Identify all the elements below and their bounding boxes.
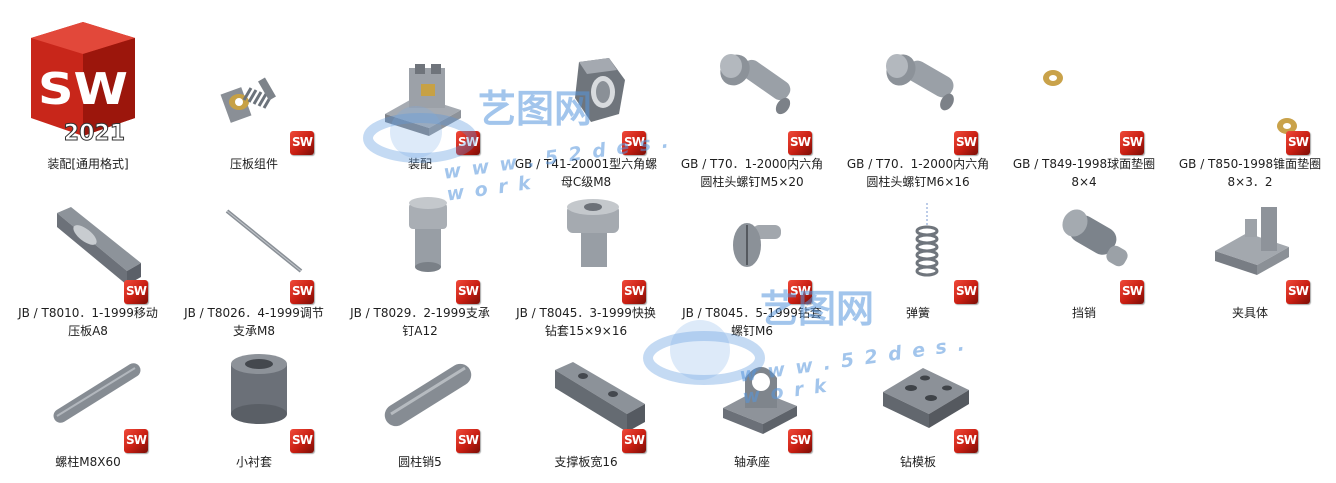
file-label: GB / T41-20001型六角螺母C级M8	[514, 157, 658, 189]
file-item[interactable]: SW 螺柱M8X60	[5, 310, 171, 469]
file-label: 弹簧	[905, 306, 930, 320]
drill-bushing-icon: SW	[521, 167, 651, 304]
sw-file-badge: SW	[622, 429, 646, 453]
file-item[interactable]: SW 圆柱销5	[337, 310, 503, 469]
stop-pin-icon: SW	[1019, 167, 1149, 304]
bearing-seat-icon: SW	[687, 316, 817, 453]
file-item[interactable]: SW 钻模板	[835, 310, 1001, 469]
logo-version: 2021	[64, 121, 125, 146]
file-item[interactable]: SW GB / T70．1-2000内六角圆柱头螺钉M5×20	[669, 12, 835, 189]
file-label: 夹具体	[1231, 306, 1268, 320]
file-label: JB / T8045．5-1999钻套螺钉M6	[682, 306, 822, 338]
file-label: JB / T8026．4-1999调节支承M8	[184, 306, 324, 338]
file-item[interactable]: SW 弹簧	[835, 161, 1001, 320]
file-item[interactable]: SW 2021 装配[通用格式]	[5, 12, 171, 171]
fixture-assembly-icon: SW	[355, 18, 485, 155]
sw-file-badge: SW	[124, 280, 148, 304]
file-item[interactable]: SW 小衬套	[171, 310, 337, 469]
file-item[interactable]: SW 夹具体	[1167, 161, 1333, 320]
file-label: 装配	[407, 157, 432, 171]
file-label: JB / T8010．1-1999移动压板A8	[18, 306, 158, 338]
support-plate-icon: SW	[521, 316, 651, 453]
file-label: 螺柱M8X60	[55, 455, 121, 469]
file-label: 小衬套	[235, 455, 272, 469]
cylinder-pin-icon: SW	[355, 316, 485, 453]
file-item[interactable]: SW GB / T70．1-2000内六角圆柱头螺钉M6×16	[835, 12, 1001, 189]
file-label: 钻模板	[899, 455, 936, 469]
sw-file-badge: SW	[622, 131, 646, 155]
spring-icon: SW	[853, 167, 983, 304]
sw-file-badge: SW	[456, 280, 480, 304]
file-item[interactable]: SW 装配	[337, 12, 503, 171]
sw-file-badge: SW	[290, 429, 314, 453]
file-item[interactable]: SW 挡销	[1001, 161, 1167, 320]
washer-icon: SW	[1019, 18, 1149, 155]
file-item[interactable]: SW JB / T8029．2-1999支承钉A12	[337, 161, 503, 338]
sw-file-badge: SW	[954, 280, 978, 304]
support-pin-icon: SW	[355, 167, 485, 304]
hex-nut-icon: SW	[521, 18, 651, 155]
sw-file-badge: SW	[456, 429, 480, 453]
sw-file-badge: SW	[1120, 131, 1144, 155]
file-label: 支撑板宽16	[554, 455, 618, 469]
file-label: 圆柱销5	[398, 455, 442, 469]
file-item[interactable]: SW 轴承座	[669, 310, 835, 469]
file-label: 轴承座	[733, 455, 770, 469]
socket-screw-icon: SW	[687, 18, 817, 155]
sw-file-badge: SW	[124, 429, 148, 453]
socket-screw-icon: SW	[853, 18, 983, 155]
fixture-body-icon: SW	[1185, 167, 1315, 304]
sw-file-badge: SW	[788, 131, 812, 155]
sw-file-badge: SW	[788, 280, 812, 304]
file-item[interactable]: SW JB / T8010．1-1999移动压板A8	[5, 161, 171, 338]
file-label: 装配[通用格式]	[47, 157, 129, 171]
stud-icon: SW	[23, 316, 153, 453]
sw-file-badge: SW	[954, 429, 978, 453]
file-item[interactable]: SW 压板组件	[171, 12, 337, 171]
file-label: 压板组件	[229, 157, 278, 171]
file-label: GB / T70．1-2000内六角圆柱头螺钉M5×20	[680, 157, 824, 189]
logo-letter-s: SW	[38, 64, 128, 115]
sw-file-badge: SW	[1120, 280, 1144, 304]
sw-file-badge: SW	[290, 131, 314, 155]
sw-file-badge: SW	[290, 280, 314, 304]
drill-plate-icon: SW	[853, 316, 983, 453]
file-label: JB / T8045．3-1999快换钻套15×9×16	[516, 306, 656, 338]
sw-file-badge: SW	[1286, 280, 1310, 304]
sw-file-badge: SW	[1286, 131, 1310, 155]
file-label: 挡销	[1071, 306, 1096, 320]
slotted-screw-icon: SW	[687, 167, 817, 304]
bushing-icon: SW	[189, 316, 319, 453]
file-item[interactable]: SW GB / T41-20001型六角螺母C级M8	[503, 12, 669, 189]
file-label: GB / T70．1-2000内六角圆柱头螺钉M6×16	[846, 157, 990, 189]
solidworks-app-icon: SW 2021	[23, 18, 153, 146]
clamp-plate-icon: SW	[23, 167, 153, 304]
rod-icon: SW	[189, 167, 319, 304]
sw-file-badge: SW	[954, 131, 978, 155]
file-item[interactable]: SW 支撑板宽16	[503, 310, 669, 469]
sw-file-badge: SW	[788, 429, 812, 453]
file-item[interactable]: SW JB / T8045．3-1999快换钻套15×9×16	[503, 161, 669, 338]
file-item[interactable]: SW JB / T8045．5-1999钻套螺钉M6	[669, 161, 835, 338]
sw-file-badge: SW	[622, 280, 646, 304]
file-item[interactable]: SW JB / T8026．4-1999调节支承M8	[171, 161, 337, 338]
washer-icon: SW	[1185, 18, 1315, 155]
spring-clamp-assembly-icon: SW	[189, 18, 319, 155]
sw-file-badge: SW	[456, 131, 480, 155]
file-label: JB / T8029．2-1999支承钉A12	[350, 306, 490, 338]
